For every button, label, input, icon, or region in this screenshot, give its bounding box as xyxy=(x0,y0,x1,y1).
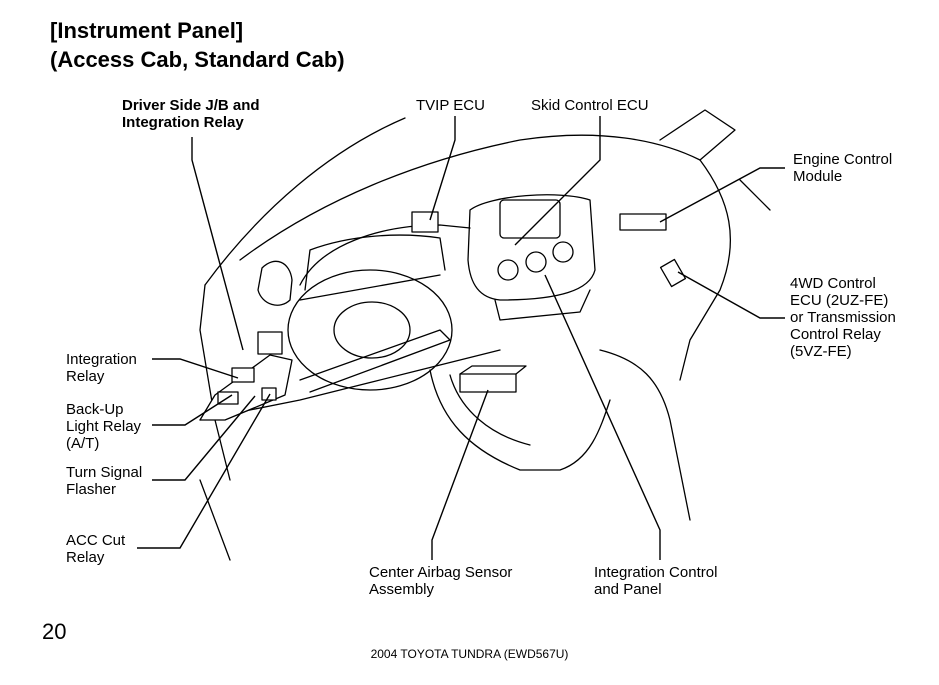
label-line: Driver Side J/B and xyxy=(122,97,260,114)
label-line: TVIP ECU xyxy=(416,97,485,114)
center-stack xyxy=(467,194,596,301)
leader-acc xyxy=(137,393,271,549)
label-integration-relay: Integration Relay xyxy=(66,351,137,385)
left-vent xyxy=(257,260,293,306)
label-tvip-ecu: TVIP ECU xyxy=(416,97,485,114)
left-dash-end xyxy=(199,284,231,481)
page-title-line-2: (Access Cab, Standard Cab) xyxy=(50,47,345,72)
label-line: Relay xyxy=(66,368,105,385)
windshield-edge xyxy=(204,117,406,286)
leader-integration-relay xyxy=(152,358,239,379)
leader-tvip xyxy=(429,116,456,221)
cluster-lower xyxy=(299,274,441,301)
leader-turn xyxy=(152,395,256,481)
console-outline xyxy=(429,369,611,471)
label-line: (A/T) xyxy=(66,435,100,452)
knob-right xyxy=(552,241,574,263)
fourwd-box xyxy=(659,258,687,288)
upper-display xyxy=(499,199,561,239)
label-line: Flasher xyxy=(66,481,117,498)
label-line: Skid Control ECU xyxy=(531,97,649,114)
label-line: (5VZ-FE) xyxy=(790,343,852,360)
label-driver-side-jb: Driver Side J/B and Integration Relay xyxy=(122,97,260,131)
label-line: ACC Cut xyxy=(66,532,126,549)
relay-1 xyxy=(257,331,283,355)
leader-fourwd xyxy=(677,271,785,319)
leader-driver-jb xyxy=(191,137,244,351)
dash-top-rear xyxy=(659,109,736,161)
knob-left xyxy=(497,259,519,281)
label-line: or Transmission xyxy=(790,309,896,326)
label-acc-cut-relay: ACC Cut Relay xyxy=(66,532,125,566)
dash-right-side xyxy=(679,159,731,381)
steering-wheel xyxy=(287,269,453,391)
label-skid-control-ecu: Skid Control ECU xyxy=(531,97,649,114)
airbag-box xyxy=(459,373,517,393)
label-line: Assembly xyxy=(369,581,435,598)
label-line: and Panel xyxy=(594,581,662,598)
cluster-face xyxy=(304,234,446,291)
leader-skid xyxy=(514,116,601,246)
label-line: 4WD Control xyxy=(790,275,876,292)
label-line: Relay xyxy=(66,549,105,566)
label-line: Integration xyxy=(66,351,137,368)
ecm-box xyxy=(619,213,667,231)
console-inner xyxy=(449,374,531,446)
right-lower xyxy=(599,349,691,521)
relay-2 xyxy=(231,367,255,383)
leader-airbag xyxy=(431,389,489,560)
label-back-up-light-relay: Back-Up Light Relay (A/T) xyxy=(66,401,141,452)
label-line: Module xyxy=(793,168,843,185)
floor-line xyxy=(199,479,231,561)
airbag-box-top xyxy=(459,365,527,375)
label-center-airbag-sensor: Center Airbag Sensor Assembly xyxy=(369,564,512,598)
leader-backup xyxy=(152,394,233,426)
label-line: Engine Control xyxy=(793,151,893,168)
label-line: Integration Relay xyxy=(122,114,244,131)
label-integration-control-panel: Integration Control and Panel xyxy=(594,564,717,598)
right-door-line xyxy=(739,179,771,211)
jb-block xyxy=(199,354,293,421)
label-4wd-control-ecu: 4WD Control ECU (2UZ-FE) or Transmission… xyxy=(790,275,896,360)
page-number: 20 xyxy=(42,619,67,644)
relay-4 xyxy=(261,387,277,401)
center-lower xyxy=(494,289,591,321)
label-line: Turn Signal xyxy=(66,464,143,481)
label-line: Back-Up xyxy=(66,401,124,418)
label-turn-signal-flasher: Turn Signal Flasher xyxy=(66,464,142,498)
label-line: Light Relay xyxy=(66,418,142,435)
page-footer: 2004 TOYOTA TUNDRA (EWD567U) xyxy=(370,647,569,661)
leader-icp xyxy=(544,274,661,560)
label-line: Integration Control xyxy=(594,564,718,581)
label-line: Control Relay xyxy=(790,326,881,343)
label-engine-control-module: Engine Control Module xyxy=(793,151,892,185)
steering-column xyxy=(299,329,451,393)
cluster-hood xyxy=(299,224,471,286)
knob-center xyxy=(525,251,547,273)
steering-hub xyxy=(333,301,411,359)
label-line: Center Airbag Sensor xyxy=(369,564,513,581)
tvip-ecu-box xyxy=(411,211,439,233)
label-line: ECU (2UZ-FE) xyxy=(790,292,889,309)
dash-top-edge xyxy=(239,134,701,261)
page-title-line-1: [Instrument Panel] xyxy=(50,18,244,43)
leader-ecm xyxy=(659,167,785,223)
